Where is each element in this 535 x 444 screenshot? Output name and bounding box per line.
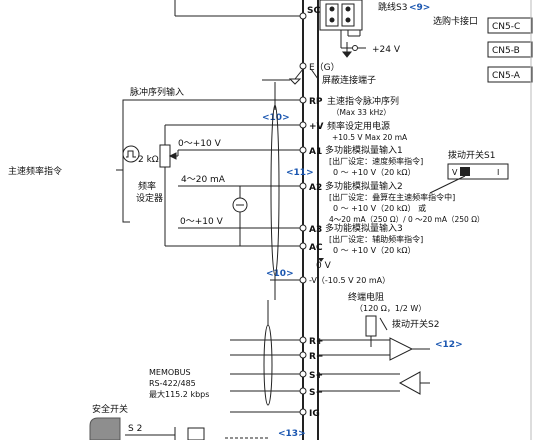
a3-setting: [出厂设定：辅助频率指令] (329, 234, 423, 244)
ig-label: IG (309, 409, 320, 419)
shield-path (262, 79, 290, 110)
main-bus (302, 0, 319, 440)
potentiometer (159, 125, 178, 222)
setter-label-1: 频率 (138, 180, 156, 192)
plus24-supply (340, 30, 366, 58)
e-label: E（G） (309, 62, 340, 73)
range1-label: 0～+10 V (178, 139, 222, 149)
pulse-source-icon (122, 145, 140, 163)
jumper-ref: <9> (409, 3, 430, 13)
terminator-spec: （120 Ω，1/2 W） (355, 304, 426, 313)
memobus-l3: 最大115.2 kbps (149, 389, 209, 399)
a1-setting: [出厂设定：速度频率指令] (329, 156, 423, 166)
shield-label: 屏蔽连接端子 (322, 74, 376, 86)
plus24-label: +24 V (372, 45, 401, 55)
rs485-terminals: R+ R− S+ S− IG (299, 336, 323, 419)
cn5a-label: CN5-A (492, 71, 521, 81)
rminus-label: R− (309, 352, 323, 362)
safety-title: 安全开关 (92, 403, 128, 415)
plusv-label: +V (309, 122, 324, 132)
rs485-wiring (230, 337, 430, 413)
minusv-terminal: <10> -V（-10.5 V 20 mA） (266, 269, 390, 285)
ref12-label: <12> (435, 340, 463, 350)
plusv-sub: +10.5 V Max 20 mA (332, 133, 408, 142)
switch-s2-label: 拨动开关S2 (392, 318, 439, 330)
a3-range: 0 ～ +10 V（20 kΩ） (333, 246, 416, 255)
plusv-desc: 频率设定用电源 (327, 120, 390, 132)
ac-label: AC (309, 243, 323, 253)
current-source-icon (232, 186, 248, 246)
ref10b-label: <10> (266, 269, 294, 279)
sc-terminal: SC (174, 0, 320, 20)
option-card-connectors: CN5-C CN5-B CN5-A (487, 17, 533, 83)
zero-volt-label: 0 V (316, 261, 332, 271)
switch-s1-v: V (452, 168, 458, 177)
terminator: 终端电阻 （120 Ω，1/2 W） 拨动开关S2 <12> (348, 291, 463, 350)
jumper-s3: 跳线S3 <9> (319, 0, 430, 31)
a2-title: 多功能模拟量输入2 (325, 180, 403, 192)
jumper-label: 跳线S3 (378, 1, 407, 13)
switch-s1-i: I (497, 168, 499, 177)
a2-range-current: 4～20 mA（250 Ω）/ 0 ～20 mA（250 Ω） (329, 215, 484, 224)
a2-terminal: 4～20 mA A2 多功能模拟量输入2 [出厂设定：叠算在主速频率指令中] 0… (178, 175, 484, 224)
splus-label: S+ (309, 371, 323, 381)
a2-range: 0 ～ +10 V（20 kΩ） 或 (333, 203, 426, 213)
main-freq-bracket (116, 99, 130, 223)
terminator-title: 终端电阻 (348, 291, 384, 303)
a3-terminal: 0～+10 V A3 多功能模拟量输入3 [出厂设定：辅助频率指令] 0 ～ +… (178, 217, 423, 255)
memobus-label: MEMOBUS RS-422/485 最大115.2 kbps (149, 368, 209, 399)
cn5c-label: CN5-C (492, 22, 520, 32)
a1-label: A1 (309, 147, 322, 157)
a1-title: 多功能模拟量输入1 (325, 144, 403, 156)
range2-label: 4～20 mA (181, 175, 226, 185)
ac-terminal: AC 0 V (164, 222, 332, 271)
a2-setting: [出厂设定：叠算在主速频率指令中] (329, 192, 455, 202)
rp-sub: （Max 33 kHz） (332, 108, 391, 117)
resistor-label: 2 kΩ (138, 155, 159, 165)
ref11-label: <11> (286, 168, 314, 178)
pulse-title: 脉冲序列输入 (130, 86, 184, 98)
safety-switch: 安全开关 S 2 <13> (89, 403, 306, 441)
setter-label-2: 设定器 (136, 192, 163, 204)
memobus-l2: RS-422/485 (149, 379, 196, 388)
switch-s1-title: 拨动开关S1 (448, 149, 495, 161)
a1-terminal: 0～+10 V A1 多功能模拟量输入1 [出厂设定：速度频率指令] 0 ～ +… (177, 139, 423, 177)
rp-desc: 主速指令脉冲序列 (327, 95, 399, 107)
range3-label: 0～+10 V (180, 217, 224, 227)
sc-label: SC (307, 6, 320, 16)
switch-s1: 拨动开关S1 V I (429, 149, 509, 194)
cn5b-label: CN5-B (492, 46, 520, 56)
sminus-label: S− (309, 388, 323, 398)
safety-s2: S 2 (128, 424, 142, 434)
a3-title: 多功能模拟量输入3 (325, 222, 403, 234)
minusv-label: -V（-10.5 V 20 mA） (309, 276, 390, 285)
earth-terminal: E（G） 屏蔽连接端子 (288, 62, 376, 86)
ref13-label: <13> (278, 429, 306, 439)
a1-range: 0 ～ +10 V（20 kΩ） (333, 168, 416, 177)
option-card-label: 选购卡接口 (433, 15, 478, 27)
shield-cable (263, 104, 280, 406)
main-freq-label: 主速频率指令 (8, 165, 62, 177)
ref10-label: <10> (262, 113, 290, 123)
rp-label: RP (309, 97, 323, 107)
memobus-l1: MEMOBUS (149, 368, 191, 377)
plusv-terminal: <10> +V 频率设定用电源 +10.5 V Max 20 mA (165, 113, 408, 142)
rp-terminal: RP 主速指令脉冲序列 （Max 33 kHz） (130, 95, 399, 117)
rplus-label: R+ (309, 337, 323, 347)
a2-label: A2 (309, 183, 322, 193)
a3-label: A3 (309, 225, 322, 235)
